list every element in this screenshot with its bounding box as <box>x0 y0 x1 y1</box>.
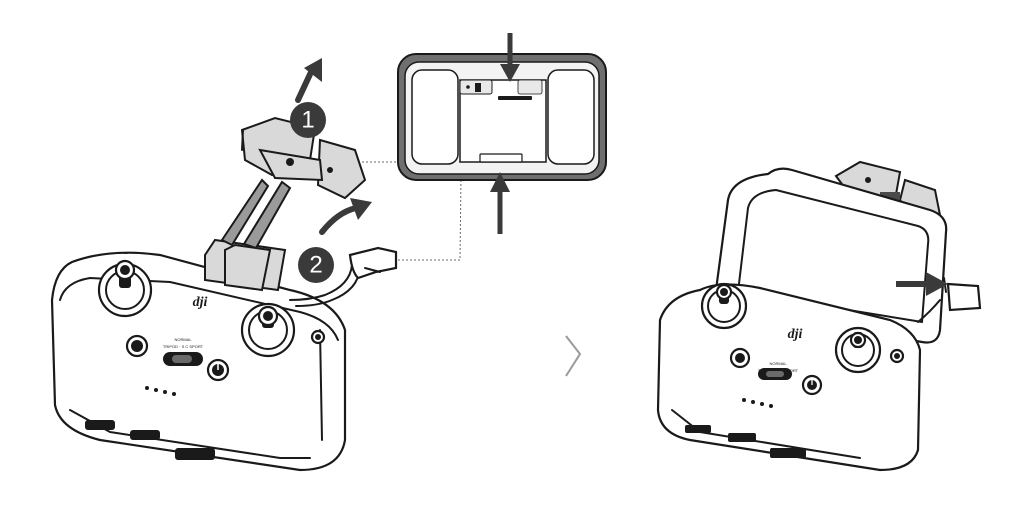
power-icon <box>801 374 823 396</box>
battery-led-indicators <box>742 398 773 408</box>
clamp-detail-inset <box>397 33 607 234</box>
holder-clamp <box>240 116 367 200</box>
mode-label-options: TRIPOD · S C SPORT <box>163 344 204 349</box>
mode-label-normal: NORMAL <box>174 337 192 342</box>
rth-icon <box>729 347 751 369</box>
step-2-badge <box>298 247 334 283</box>
step-1-indicator: 1 <box>290 58 326 138</box>
mobile-device-holder <box>204 178 292 292</box>
step-1-number: 1 <box>301 107 314 134</box>
chevron-right-icon <box>565 335 582 377</box>
up-arrow-icon <box>304 58 322 82</box>
rth-icon <box>125 334 149 358</box>
step-1-badge <box>290 102 326 138</box>
rc-cable <box>289 246 398 307</box>
right-arrow-icon <box>926 272 948 296</box>
right-remote-controller: dji NORMAL TRIPOD · S C SPORT <box>656 160 982 472</box>
leader-lines <box>362 89 463 261</box>
left-joystick <box>97 259 153 318</box>
right-joystick <box>240 302 296 358</box>
up-arrow-icon <box>490 172 510 192</box>
battery-led-indicators <box>145 386 176 396</box>
left-joystick <box>700 282 748 330</box>
dji-logo: dji <box>193 295 208 310</box>
step-2-indicator: 2 <box>298 198 372 283</box>
curved-arrow-icon <box>350 198 372 220</box>
down-arrow-icon <box>500 64 520 82</box>
rc-cable-connected <box>917 282 982 323</box>
dji-logo: dji <box>788 327 803 342</box>
left-remote-controller: dji NORMAL TRIPOD · S C SPORT <box>50 116 398 472</box>
step-2-number: 2 <box>309 252 322 279</box>
mode-label-normal: NORMAL <box>769 361 787 366</box>
right-joystick <box>834 326 882 374</box>
power-icon <box>206 358 230 382</box>
